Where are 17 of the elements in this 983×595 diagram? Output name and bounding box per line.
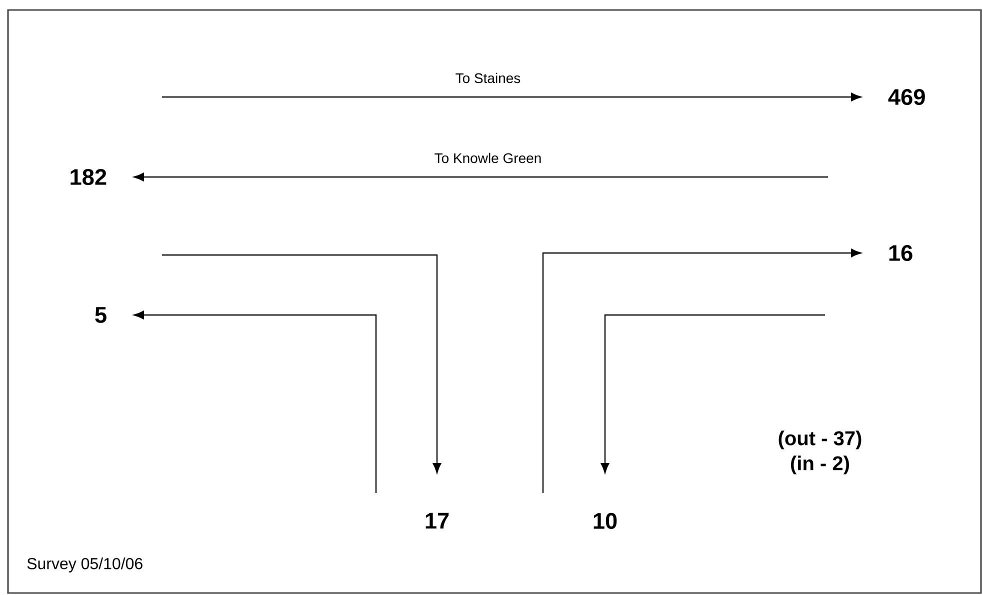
- count-number: 469: [888, 88, 925, 106]
- count-number: 182: [70, 168, 106, 186]
- arrow: [162, 254, 442, 474]
- count-number: 16: [889, 244, 912, 262]
- edge-label: To Staines: [454, 72, 522, 84]
- arrow: [542, 248, 862, 493]
- count-note: (out - 37): [778, 430, 862, 450]
- count-number: 5: [95, 307, 106, 323]
- count-number: 17: [426, 512, 449, 529]
- edge-label: To Knowle Green: [432, 152, 544, 164]
- arrow: [600, 314, 825, 474]
- arrow: [134, 172, 828, 182]
- count-note: (in - 2): [791, 456, 849, 474]
- count-number: 10: [594, 512, 617, 529]
- arrow: [162, 92, 862, 102]
- survey-date: Survey 05/10/06: [27, 558, 142, 572]
- arrow: [134, 310, 377, 493]
